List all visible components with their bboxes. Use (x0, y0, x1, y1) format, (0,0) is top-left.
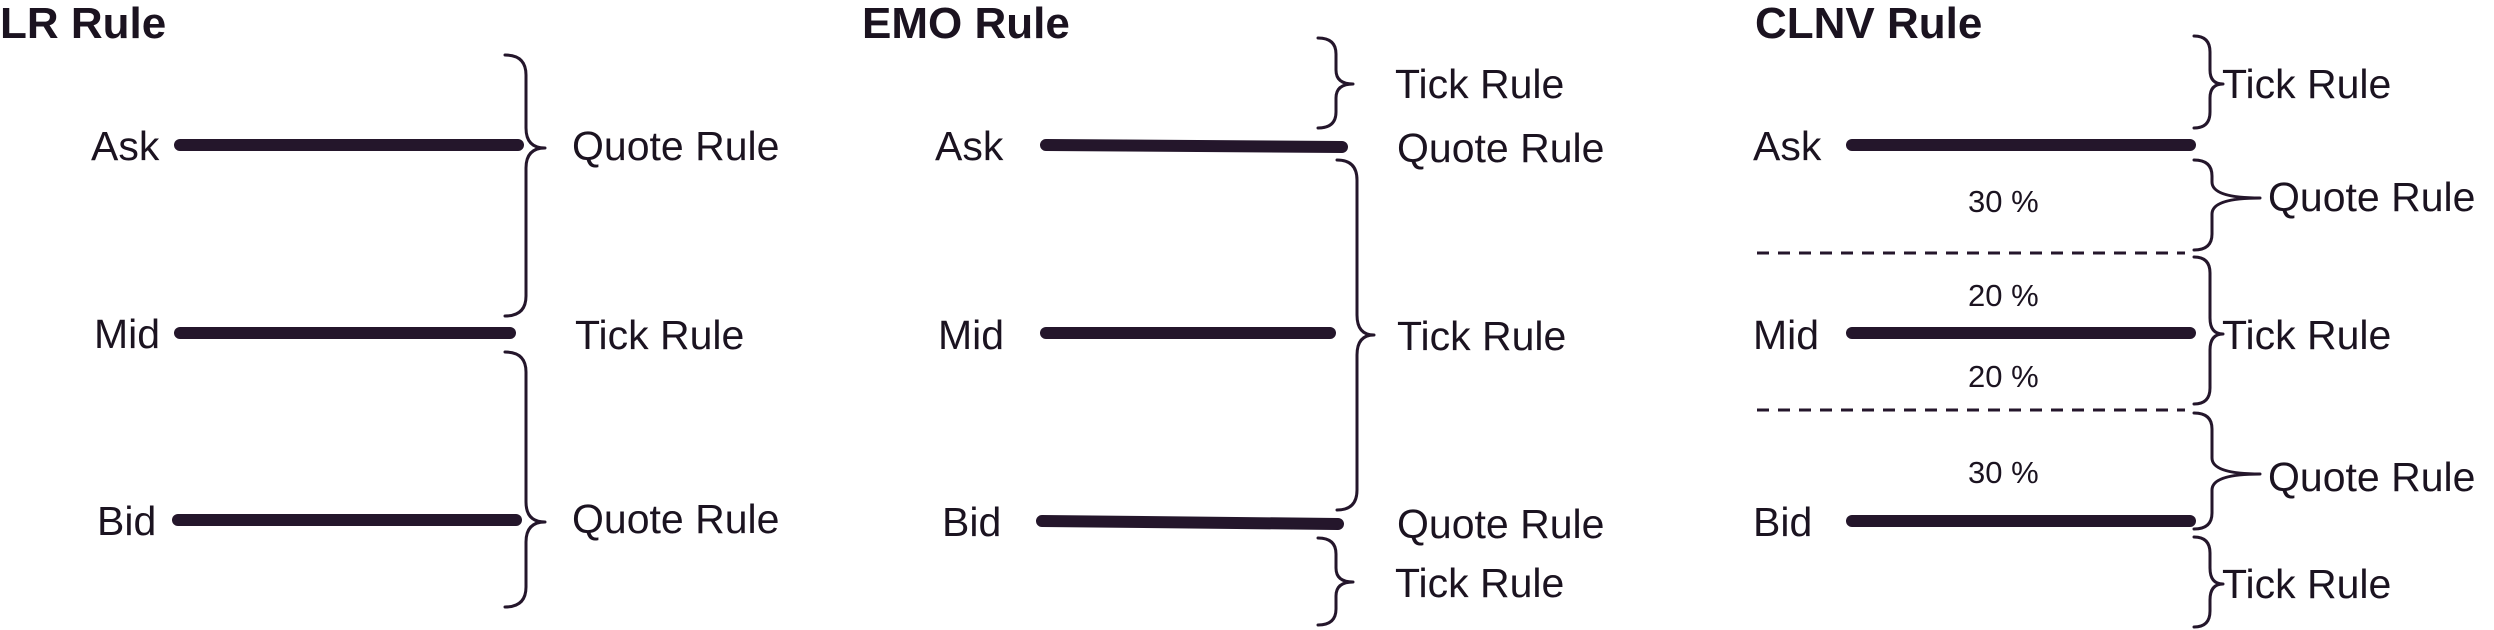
lr-panel: LR Rule Ask Mid Bid Quote Rule Tick Rule… (0, 0, 779, 609)
emo-inside-rule-label: Tick Rule (1397, 313, 1566, 359)
clnv-mid-label: Mid (1753, 312, 1819, 358)
clnv-lower-brace (2192, 411, 2262, 531)
lr-mid-label: Mid (94, 311, 160, 357)
clnv-title: CLNV Rule (1755, 0, 1982, 48)
clnv-middle-top-percent: 20 % (1968, 278, 2039, 313)
lr-ask-label: Ask (91, 123, 160, 169)
lr-upper-brace (503, 53, 547, 318)
emo-at-ask-rule-label: Quote Rule (1397, 125, 1604, 171)
clnv-upper-percent: 30 % (1968, 184, 2039, 219)
clnv-middle-bottom-percent: 20 % (1968, 359, 2039, 394)
lr-lower-rule-label: Quote Rule (572, 496, 779, 542)
lr-upper-rule-label: Quote Rule (572, 123, 779, 169)
emo-title: EMO Rule (862, 0, 1070, 48)
lr-title: LR Rule (0, 0, 166, 48)
emo-above-ask-brace (1316, 36, 1355, 130)
emo-above-ask-rule-label: Tick Rule (1395, 61, 1564, 107)
emo-ask-line (1040, 139, 1348, 153)
clnv-below-bid-brace (2192, 535, 2225, 629)
clnv-above-ask-brace (2192, 34, 2225, 130)
emo-panel: EMO Rule Ask Mid Bid Tick Rule Quote Rul… (862, 0, 1604, 627)
clnv-lower-percent: 30 % (1968, 455, 2039, 490)
clnv-upper-rule-label: Quote Rule (2268, 174, 2475, 220)
lr-middle-rule-label: Tick Rule (575, 312, 744, 358)
clnv-lower-rule-label: Quote Rule (2268, 454, 2475, 500)
clnv-middle-brace (2192, 255, 2225, 406)
emo-bid-line (1036, 515, 1344, 530)
emo-at-bid-rule-label: Quote Rule (1397, 501, 1604, 547)
emo-bid-label: Bid (942, 499, 1001, 545)
emo-below-bid-rule-label: Tick Rule (1395, 560, 1564, 606)
emo-ask-label: Ask (935, 123, 1004, 169)
clnv-above-ask-rule-label: Tick Rule (2222, 61, 2391, 107)
clnv-bid-label: Bid (1753, 499, 1812, 545)
emo-inside-brace (1335, 158, 1376, 512)
clnv-panel: CLNV Rule Ask Mid Bid 30 % 20 % 20 % 30 … (1753, 0, 2475, 629)
clnv-middle-rule-label: Tick Rule (2222, 312, 2391, 358)
emo-mid-label: Mid (938, 312, 1004, 358)
lr-lower-brace (503, 350, 547, 609)
clnv-upper-brace (2192, 158, 2262, 252)
clnv-ask-label: Ask (1753, 123, 1822, 169)
emo-below-bid-brace (1316, 536, 1355, 627)
lr-bid-label: Bid (97, 498, 156, 544)
clnv-below-bid-rule-label: Tick Rule (2222, 561, 2391, 607)
